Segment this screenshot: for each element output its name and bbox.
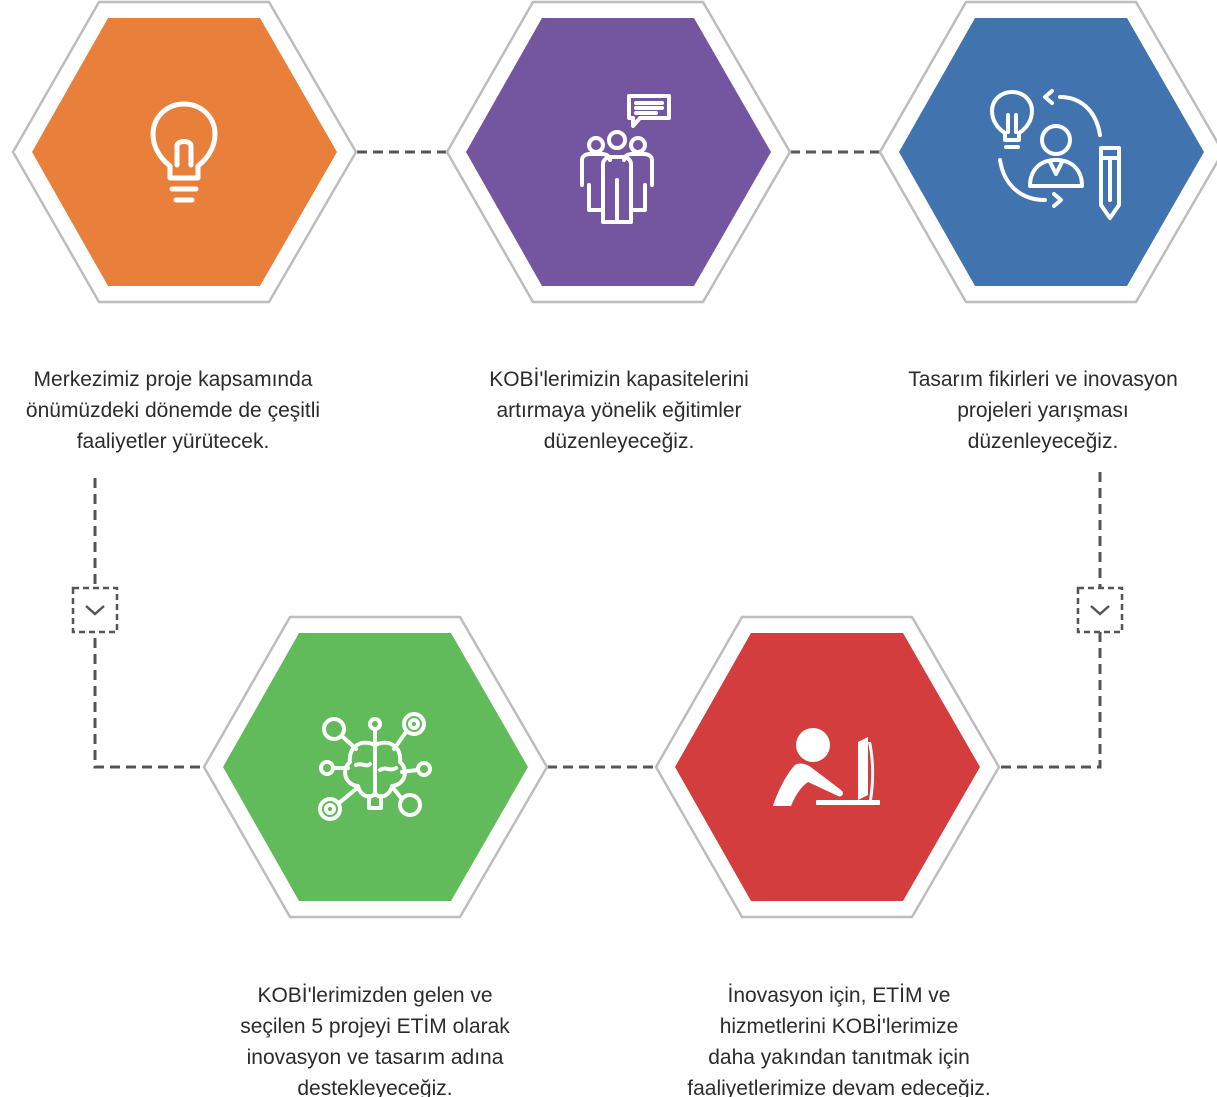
step-1-caption: Merkezimiz proje kapsamında önümüzdeki d… — [0, 364, 356, 457]
step-2-caption-line-3: düzenleyeceğiz. — [543, 430, 695, 453]
step-4-caption-line-3: inovasyon ve tasarım adına — [246, 1046, 504, 1069]
connector-1-4 — [93, 478, 205, 769]
down-arrow-marker-right — [1076, 586, 1124, 634]
step-4-caption: KOBİ'lerimizden gelen ve seçilen 5 proje… — [192, 980, 558, 1097]
step-3-caption-line-3: düzenleyeceğiz. — [967, 430, 1119, 453]
step-1-caption-line-3: faaliyetler yürütecek. — [76, 430, 270, 453]
step-2-caption: KOBİ'lerimizin kapasitelerini artırmaya … — [436, 364, 802, 457]
step-5-caption-line-2: hizmetlerini KOBİ'lerimize — [719, 1015, 959, 1038]
step-2-hexagon — [445, 0, 792, 304]
connector-3-5 — [997, 472, 1102, 769]
step-4-caption-line-4: destekleyeceğiz. — [297, 1077, 453, 1097]
step-1-caption-line-1: Merkezimiz proje kapsamında — [33, 368, 313, 391]
step-1-caption-line-2: önümüzdeki dönemde de çeşitli — [25, 399, 321, 422]
step-2-caption-line-1: KOBİ'lerimizin kapasitelerini — [489, 368, 749, 391]
step-4-caption-line-1: KOBİ'lerimizden gelen ve — [257, 984, 493, 1007]
step-5-caption-line-3: daha yakından tanıtmak için — [708, 1046, 970, 1069]
design-idea-cycle-icon — [990, 89, 1121, 220]
down-arrow-marker-left — [71, 586, 119, 634]
step-3-caption-line-1: Tasarım fikirleri ve inovasyon — [908, 368, 1178, 391]
training-group-icon — [580, 94, 671, 224]
step-3-caption: Tasarım fikirleri ve inovasyon projeleri… — [868, 364, 1217, 457]
step-1-hexagon — [11, 0, 358, 304]
step-2-caption-line-2: artırmaya yönelik eğitimler — [496, 399, 742, 422]
step-5-hexagon — [654, 615, 1001, 919]
step-3-caption-line-2: projeleri yarışması — [957, 399, 1129, 422]
step-5-caption-line-1: İnovasyon için, ETİM ve — [727, 984, 951, 1007]
step-5-caption-line-4: faaliyetlerimize devam edeceğiz. — [687, 1077, 991, 1097]
computer-work-icon — [773, 728, 880, 806]
step-4-caption-line-2: seçilen 5 projeyi ETİM olarak — [240, 1015, 510, 1038]
step-5-caption: İnovasyon için, ETİM ve hizmetlerini KOB… — [639, 980, 1039, 1097]
lightbulb-icon — [150, 101, 218, 203]
innovation-brain-icon — [318, 712, 432, 821]
